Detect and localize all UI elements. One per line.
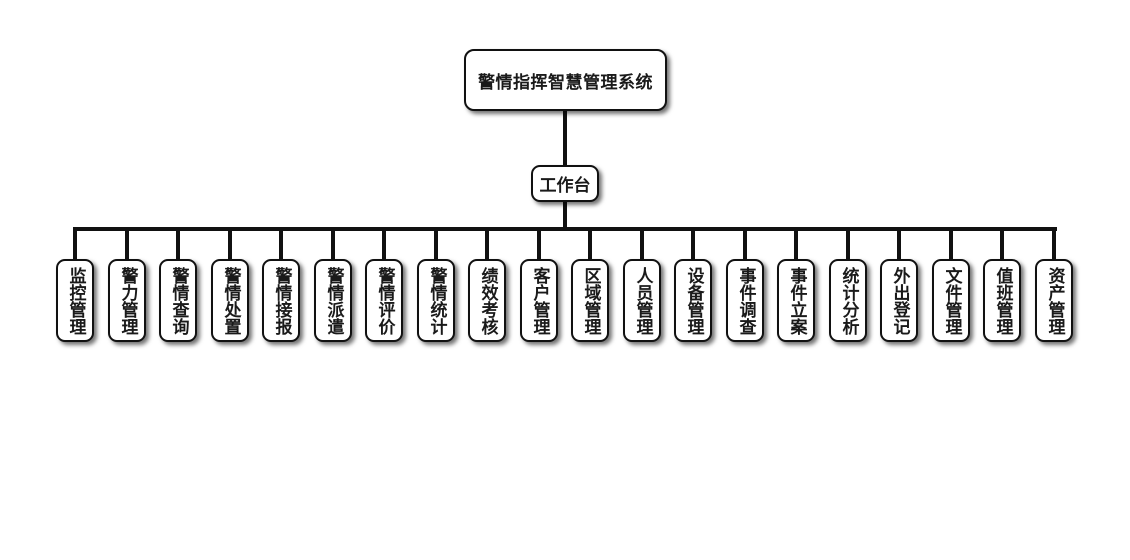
module-node: 警情评价 xyxy=(365,259,403,342)
module-node: 文件管理 xyxy=(932,259,970,342)
module-node: 事件调查 xyxy=(726,259,764,342)
connector-module-stub xyxy=(331,229,335,260)
module-node: 外出登记 xyxy=(880,259,918,342)
connector-root-to-middle xyxy=(563,111,567,165)
connector-module-stub xyxy=(485,229,489,260)
workbench-node: 工作台 xyxy=(531,165,599,202)
module-node: 警情派遣 xyxy=(314,259,352,342)
connector-module-stub xyxy=(640,229,644,260)
module-node: 人员管理 xyxy=(623,259,661,342)
connector-module-stub xyxy=(434,229,438,260)
connector-module-stub xyxy=(279,229,283,260)
module-node: 监控管理 xyxy=(56,259,94,342)
connector-module-stub xyxy=(125,229,129,260)
connector-module-stub xyxy=(537,229,541,260)
module-node: 值班管理 xyxy=(983,259,1021,342)
module-node: 警情接报 xyxy=(262,259,300,342)
connector-module-stub xyxy=(897,229,901,260)
connector-module-stub xyxy=(382,229,386,260)
module-node: 客户管理 xyxy=(520,259,558,342)
connector-module-stub xyxy=(691,229,695,260)
module-node: 统计分析 xyxy=(829,259,867,342)
connector-bus xyxy=(73,227,1057,231)
module-node: 资产管理 xyxy=(1035,259,1073,342)
module-node: 警情查询 xyxy=(159,259,197,342)
root-node: 警情指挥智慧管理系统 xyxy=(464,49,667,111)
module-node: 事件立案 xyxy=(777,259,815,342)
connector-module-stub xyxy=(794,229,798,260)
connector-module-stub xyxy=(1052,229,1056,260)
connector-module-stub xyxy=(73,229,77,260)
connector-module-stub xyxy=(949,229,953,260)
module-node: 警力管理 xyxy=(108,259,146,342)
module-node: 设备管理 xyxy=(674,259,712,342)
connector-module-stub xyxy=(176,229,180,260)
module-node: 区域管理 xyxy=(571,259,609,342)
module-node: 警情统计 xyxy=(417,259,455,342)
connector-module-stub xyxy=(743,229,747,260)
connector-module-stub xyxy=(846,229,850,260)
connector-module-stub xyxy=(588,229,592,260)
module-node: 绩效考核 xyxy=(468,259,506,342)
connector-module-stub xyxy=(1000,229,1004,260)
connector-middle-to-bus xyxy=(563,202,567,229)
module-node: 警情处置 xyxy=(211,259,249,342)
connector-module-stub xyxy=(228,229,232,260)
